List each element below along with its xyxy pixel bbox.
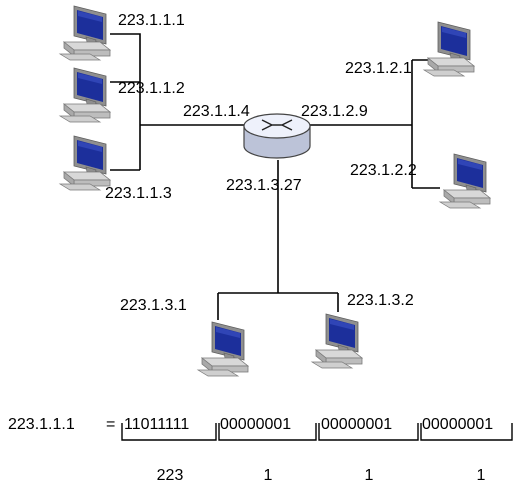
link-host-223-1-1-1 [110,33,141,60]
binary-octet: 11011111 [124,416,189,433]
octet-decimal: 1 [477,467,486,484]
host-223-1-1-1[interactable] [59,5,111,61]
octet-bracket [218,423,317,441]
desktop-computer-icon [59,135,111,191]
binary-octet: 00000001 [422,416,493,433]
binary-octet: 00000001 [220,416,291,433]
desktop-computer-icon [59,67,111,123]
desktop-computer-icon [59,5,111,61]
binary-breakdown: 223.1.1.1 = 11011111 00000001 00000001 0… [8,416,513,484]
host-address-label: 223.1.1.2 [118,80,185,97]
host-address-label: 223.1.2.1 [345,60,412,77]
desktop-computer-icon [439,153,491,209]
host-223-1-2-1[interactable] [423,21,475,77]
host-address-label: 223.1.3.1 [120,297,187,314]
octet-bracket [420,423,513,441]
host-address-label: 223.1.1.1 [118,12,185,29]
octet-decimal: 1 [365,467,374,484]
router-interface-label: 223.1.2.9 [301,103,368,120]
host-223-1-2-2[interactable] [439,153,491,209]
router-icon [243,113,311,159]
host-223-1-3-2[interactable] [311,313,363,369]
octet-bracket [318,423,419,441]
desktop-computer-icon [311,313,363,369]
equals-sign: = [106,416,115,433]
address-labels: 223.1.1.1 223.1.1.2 223.1.1.3 223.1.1.4 … [105,12,417,314]
router-interface-label: 223.1.3.27 [226,177,302,194]
octet-bracket [121,423,217,441]
octet-decimal: 1 [264,467,273,484]
binary-address-label: 223.1.1.1 [8,416,75,433]
host-223-1-3-1[interactable] [197,321,249,377]
links [110,33,440,320]
host-address-label: 223.1.2.2 [350,162,417,179]
host-223-1-1-2[interactable] [59,67,111,123]
octet-decimal: 223 [157,467,184,484]
host-address-label: 223.1.3.2 [347,292,414,309]
router-interface-label: 223.1.1.4 [183,103,250,120]
host-address-label: 223.1.1.3 [105,185,172,202]
desktop-computer-icon [197,321,249,377]
binary-octet: 00000001 [321,416,392,433]
desktop-computer-icon [423,21,475,77]
host-223-1-1-3[interactable] [59,135,111,191]
